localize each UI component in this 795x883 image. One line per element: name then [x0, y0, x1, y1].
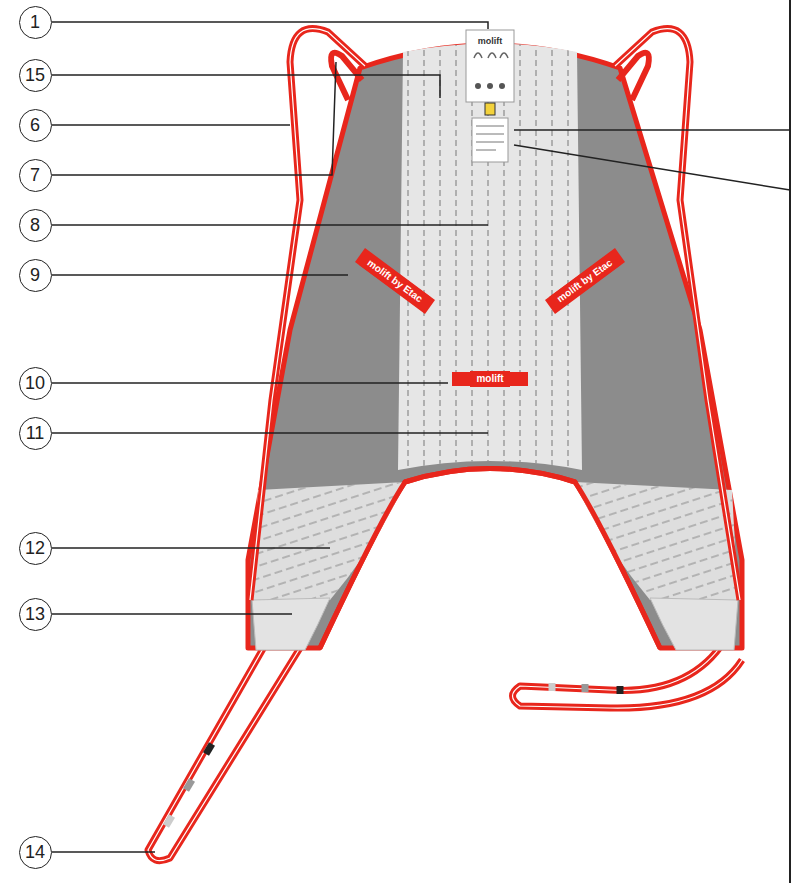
callout-circle: 11 — [19, 417, 52, 450]
callout-circle: 13 — [19, 598, 52, 631]
brand-label: molift by Etac — [359, 252, 431, 311]
callout-number: 8 — [30, 216, 40, 234]
brand-label: molift — [470, 371, 509, 387]
callout-circle: 7 — [19, 159, 52, 192]
callout-circle: 15 — [19, 59, 52, 92]
callout-circle: 6 — [19, 109, 52, 142]
callout-number: 9 — [30, 266, 40, 284]
callout-circle: 9 — [19, 259, 52, 292]
callout-number: 10 — [25, 374, 45, 392]
brand-label: molift by Etac — [549, 252, 621, 311]
callout-number: 11 — [26, 424, 45, 442]
callout-number: 13 — [25, 605, 45, 623]
callout-circle: 14 — [19, 836, 52, 869]
callout-circle: 10 — [19, 367, 52, 400]
callout-number: 1 — [30, 13, 40, 31]
callout-number: 15 — [25, 66, 45, 84]
callout-circle: 8 — [19, 209, 52, 242]
callout-number: 12 — [25, 539, 45, 557]
callout-number: 6 — [30, 116, 40, 134]
callout-number: 14 — [25, 843, 45, 861]
tag-label: molift — [476, 36, 505, 47]
callout-number: 7 — [30, 166, 40, 184]
callout-circle: 12 — [19, 532, 52, 565]
callout-circle: 1 — [19, 6, 52, 39]
